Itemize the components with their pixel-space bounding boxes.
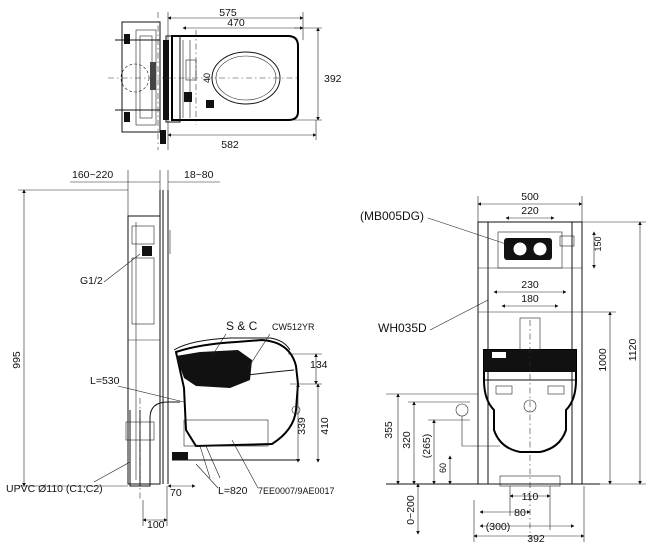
model-7ee-label: 7EE0007/9AE0017 xyxy=(258,486,335,496)
dim-134-label: 134 xyxy=(310,359,328,371)
dim-220-label: 220 xyxy=(521,205,539,217)
dim-180-label: 180 xyxy=(521,293,539,305)
dim-995-label: 995 xyxy=(11,351,23,369)
dim-1120-label: 1120 xyxy=(627,339,639,362)
dim-500-label: 500 xyxy=(521,191,539,203)
dim-160-220-label: 160~220 xyxy=(72,169,113,181)
dim-265-label: (265) xyxy=(421,434,433,459)
dim-110-label: 110 xyxy=(522,491,539,503)
dim-100-label: 100 xyxy=(147,519,165,531)
dim-18-80-label: 18~80 xyxy=(184,169,214,181)
dim-150-label: 150 xyxy=(593,236,603,251)
dim-70-label: 70 xyxy=(170,487,182,499)
dim-355-label: 355 xyxy=(383,421,395,439)
dim-470-label: 470 xyxy=(227,17,245,29)
dim-40-label: 40 xyxy=(202,73,212,83)
upvc-label: UPVC Ø110 (C1;C2) xyxy=(6,483,103,495)
dim-392-label: 392 xyxy=(324,73,342,85)
dim-339-label: 339 xyxy=(296,417,308,435)
front-view: 500 220 (MB005DG) 150 230 180 WH035D xyxy=(360,191,646,544)
dim-300-label: (300) xyxy=(486,521,511,533)
dim-80-label: 80 xyxy=(514,507,526,519)
side-view: 160~220 18~80 G1/2 995 S & C xyxy=(6,169,335,531)
dim-0-200-label: 0~200 xyxy=(405,495,417,525)
dim-320-label: 320 xyxy=(401,431,413,449)
l820-label: L=820 xyxy=(218,485,248,497)
dim-575-label: 575 xyxy=(219,7,237,19)
g12-label: G1/2 xyxy=(80,275,103,287)
dim-230-label: 230 xyxy=(521,279,539,291)
top-view: 575 470 392 582 40 xyxy=(108,7,342,151)
dim-582-label: 582 xyxy=(221,139,239,151)
dim-1000-label: 1000 xyxy=(597,348,609,372)
dim-392b-label: 392 xyxy=(527,533,545,544)
cw512yr-label: CW512YR xyxy=(272,322,315,332)
dim-410-label: 410 xyxy=(319,417,331,435)
l530-label: L=530 xyxy=(90,375,120,387)
dim-60-label: 60 xyxy=(438,463,448,473)
wh035d-label: WH035D xyxy=(378,321,427,335)
sc-label: S & C xyxy=(226,319,258,333)
mb005dg-label: (MB005DG) xyxy=(360,209,424,223)
